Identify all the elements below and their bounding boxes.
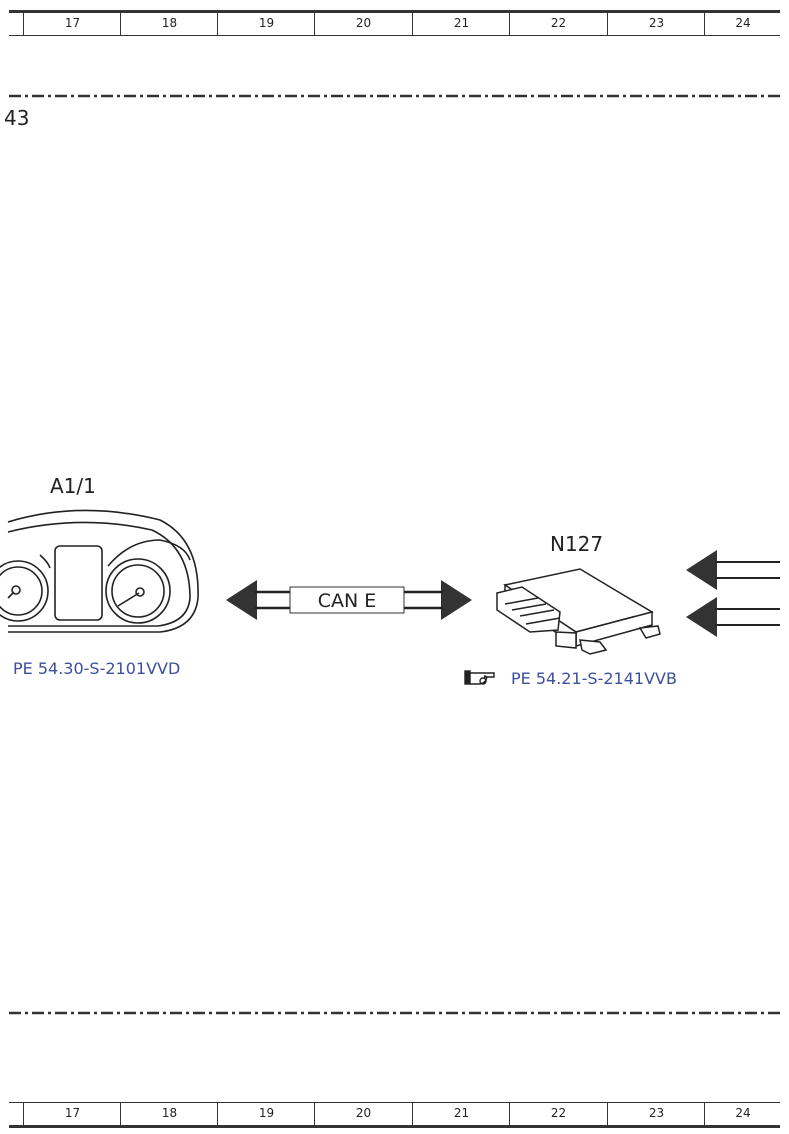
cluster-id-label: A1/1 — [50, 474, 96, 498]
can-bus-label: CAN E — [317, 590, 377, 612]
ruler-cell: 19 — [217, 1103, 315, 1125]
can-bus-connection — [226, 580, 472, 620]
instrument-cluster-icon — [0, 509, 199, 633]
ruler-cell: 21 — [412, 1103, 510, 1125]
ruler-cell: 17 — [23, 1103, 121, 1125]
incoming-arrows — [686, 550, 780, 637]
column-ruler-bottom: 17 18 19 20 21 22 23 24 — [9, 1102, 780, 1128]
ruler-cell: 17 — [23, 13, 121, 35]
ruler-cell: 24 — [704, 1103, 781, 1125]
module-reference-link[interactable]: PE 54.21-S-2141VVB — [511, 669, 677, 688]
ruler-cell: 18 — [120, 13, 218, 35]
module-id-label: N127 — [550, 532, 604, 556]
ruler-cell: 19 — [217, 13, 315, 35]
column-ruler-top: 17 18 19 20 21 22 23 24 — [9, 10, 780, 36]
control-module-icon — [496, 568, 661, 655]
ruler-cell: 21 — [412, 13, 510, 35]
ruler-cell: 20 — [314, 1103, 412, 1125]
ruler-cell: 22 — [509, 13, 607, 35]
ruler-cell: 20 — [314, 13, 412, 35]
ruler-cell: 22 — [509, 1103, 607, 1125]
cluster-reference-link[interactable]: PE 54.30-S-2101VVD — [13, 659, 181, 678]
ruler-cell: 18 — [120, 1103, 218, 1125]
sheet-marker: 43 — [4, 106, 30, 130]
ruler-cell: 23 — [607, 13, 705, 35]
ruler-cell: 23 — [607, 1103, 705, 1125]
ruler-cell: 24 — [704, 13, 781, 35]
pointing-hand-icon[interactable] — [464, 670, 495, 685]
